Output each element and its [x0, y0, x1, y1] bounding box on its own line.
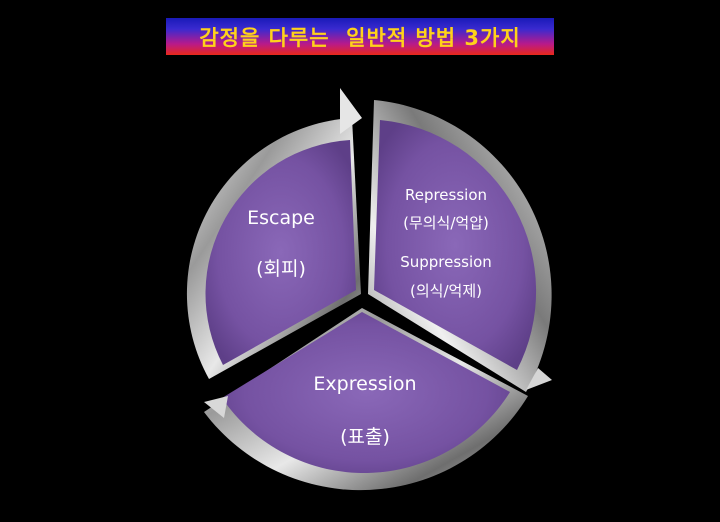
- diagram-title: 감정을 다루는 일반적 방법 3가지: [199, 25, 521, 50]
- suppression-label: Suppression: [400, 253, 492, 271]
- expression-label: Expression: [313, 373, 416, 395]
- arrow-repression: [526, 368, 552, 390]
- segment-expression: Expression (표출): [204, 308, 528, 491]
- segment-escape: Escape (회피): [186, 88, 362, 379]
- escape-label: Escape: [247, 207, 315, 229]
- expression-sublabel: (표출): [340, 426, 390, 448]
- arrow-escape: [340, 88, 362, 134]
- segment-repression: Repression (무의식/억압) Suppression (의식/억제): [368, 100, 552, 392]
- title-banner: 감정을 다루는 일반적 방법 3가지: [166, 18, 554, 55]
- repression-sublabel: (무의식/억압): [403, 214, 489, 232]
- suppression-sublabel: (의식/억제): [410, 282, 482, 300]
- arrow-expression: [204, 396, 228, 418]
- escape-sublabel: (회피): [256, 258, 306, 280]
- repression-label: Repression: [405, 186, 487, 204]
